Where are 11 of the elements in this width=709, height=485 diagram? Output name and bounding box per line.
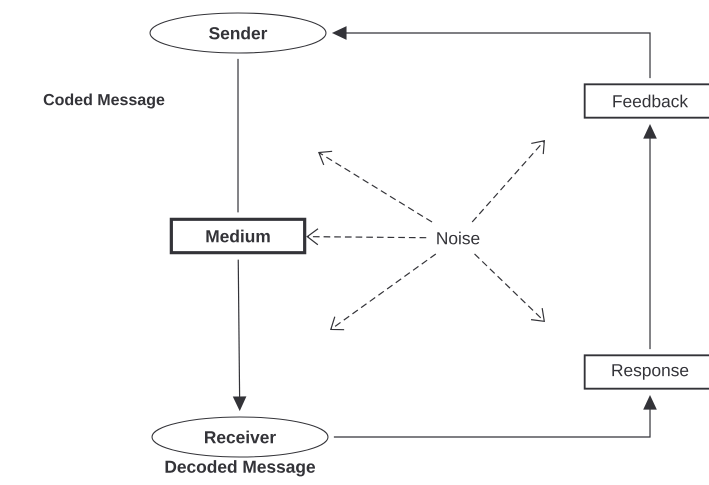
coded-message-label: Coded Message [44, 94, 164, 108]
arrow [318, 150, 432, 223]
response-box: Response [584, 354, 709, 390]
arrow [330, 253, 436, 330]
noise-text: Noise [437, 232, 480, 244]
arrow [306, 228, 426, 246]
medium-box: Medium [170, 218, 306, 254]
feedback-box: Feedback [584, 83, 709, 119]
beside-label: Decoded Message [166, 460, 316, 476]
arrow [474, 254, 545, 322]
arrow [472, 140, 545, 222]
